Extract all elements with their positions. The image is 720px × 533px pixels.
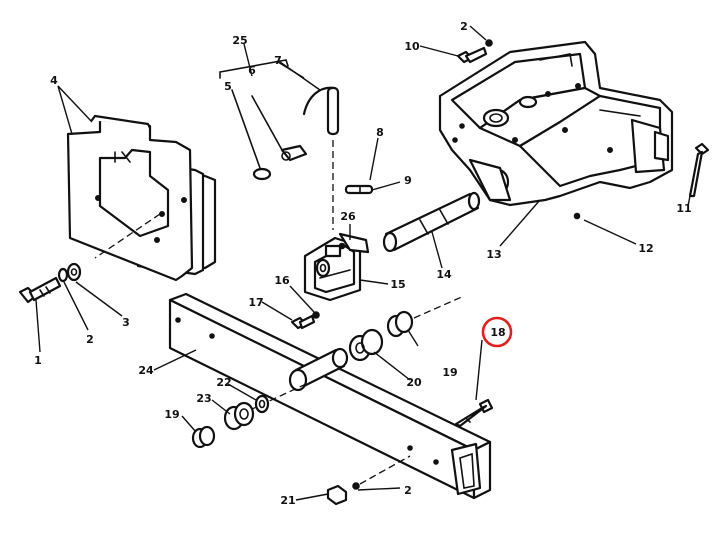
callout-16: 16	[274, 274, 290, 287]
callout-7: 7	[274, 54, 282, 67]
nut-21-assembly	[326, 455, 411, 506]
callout-19-left: 19	[164, 408, 179, 421]
callout-13: 13	[486, 248, 501, 261]
callout-6: 6	[248, 64, 256, 77]
callout-18: 18	[490, 326, 505, 339]
highlight-circle	[481, 316, 513, 348]
callout-17: 17	[248, 296, 263, 309]
callout-20: 20	[406, 376, 422, 389]
pin-clip-assembly	[219, 59, 340, 230]
callout-11: 11	[676, 202, 691, 215]
callout-24: 24	[138, 364, 154, 377]
callout-26: 26	[340, 210, 356, 223]
callout-8: 8	[376, 126, 384, 139]
pin-8-9-assembly	[344, 184, 374, 195]
callout-3: 3	[122, 316, 130, 329]
callout-2-left: 2	[86, 333, 94, 346]
shaft-14	[382, 191, 481, 253]
callout-25: 25	[232, 34, 247, 47]
front-weight-assembly	[66, 114, 217, 282]
callout-23: 23	[196, 392, 211, 405]
callout-19-right: 19	[442, 366, 457, 379]
hitch-bracket	[303, 232, 370, 302]
bolt-11-assembly	[688, 142, 710, 198]
bolt-1-assembly	[18, 262, 82, 304]
drawbar-tube-24	[168, 292, 492, 500]
callout-15: 15	[390, 278, 405, 291]
callout-4: 4	[50, 74, 58, 87]
bolt-17-assembly	[290, 311, 320, 330]
bolt-10-assembly	[456, 39, 493, 64]
bolt-12	[573, 212, 581, 220]
leader-lines	[35, 25, 691, 501]
callout-9: 9	[404, 174, 412, 187]
bushing-22-23-19	[191, 394, 270, 449]
callout-10: 10	[404, 40, 420, 53]
bolt-18	[454, 398, 494, 428]
callout-21: 21	[280, 494, 295, 507]
callout-14: 14	[436, 268, 452, 281]
front-bracket-housing	[438, 40, 674, 207]
bushing-20-19	[249, 295, 465, 411]
callout-22: 22	[216, 376, 231, 389]
callout-labels: 1 2 3 4 5 6 7 8 9 10 11 12 13 14 15 16 1…	[34, 20, 691, 507]
callout-1: 1	[34, 354, 42, 367]
callout-2-top: 2	[460, 20, 468, 33]
callout-5: 5	[224, 80, 232, 93]
callout-12: 12	[638, 242, 653, 255]
callout-2-bottom: 2	[404, 484, 412, 497]
